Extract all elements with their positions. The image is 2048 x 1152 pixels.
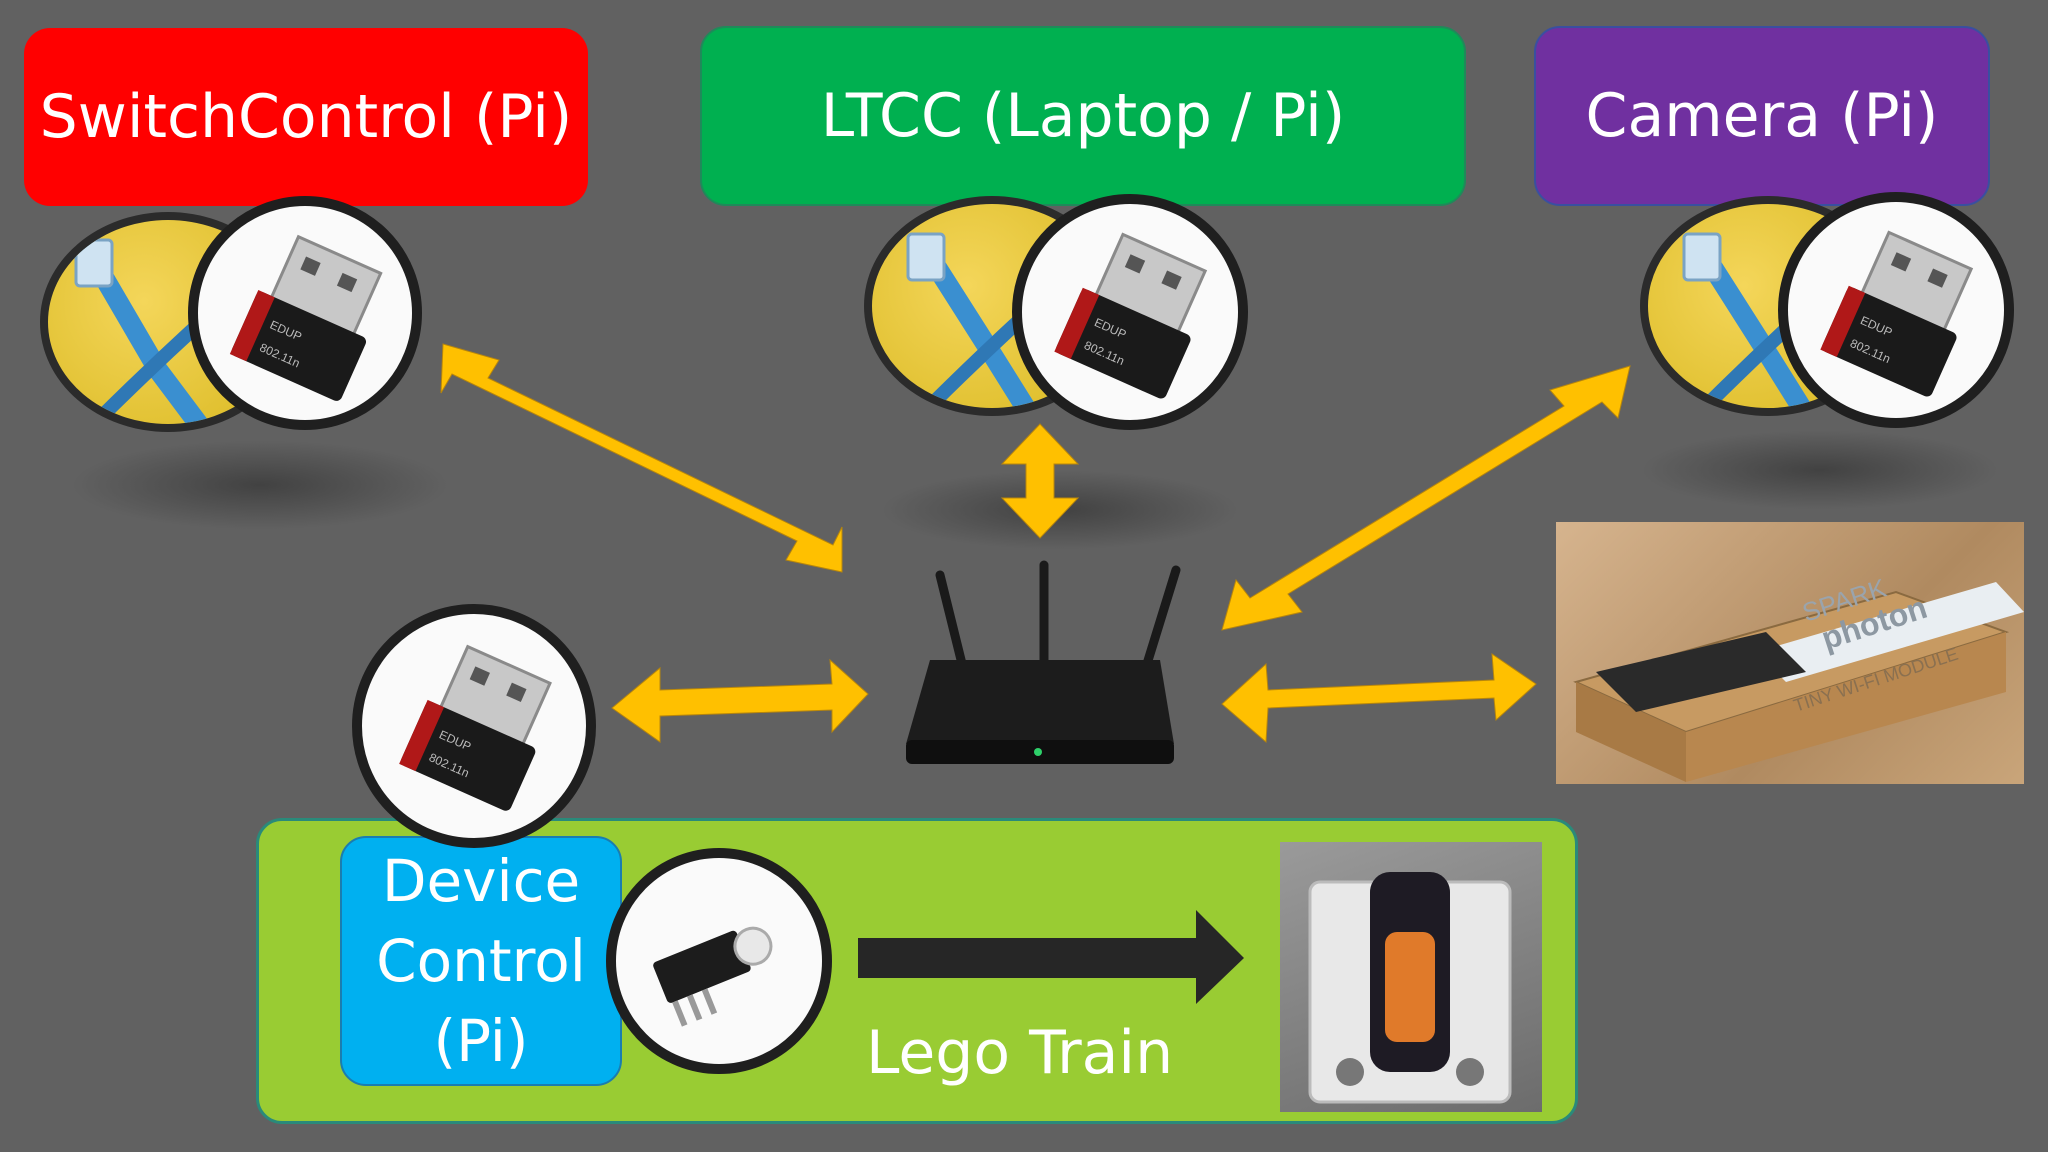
device-control-node: Device Control (Pi) <box>340 836 622 1086</box>
ltcc-label: LTCC (Laptop / Pi) <box>820 81 1346 151</box>
lego-motor-art <box>1308 872 1512 1104</box>
wifi-dongle-art: EDUP 802.11n <box>229 234 383 401</box>
device-control-line-1: Device <box>381 846 581 915</box>
ltcc-node: LTCC (Laptop / Pi) <box>700 26 1466 206</box>
device-control-line-3: (Pi) <box>433 1007 529 1076</box>
arrow-switch-router <box>440 343 843 573</box>
wifi-dongle-art: EDUP 802.11n <box>1820 230 1974 397</box>
wifi-dongle-art: EDUP 802.11n <box>1054 232 1208 399</box>
arrow-ltcc-router <box>1000 423 1080 539</box>
camera-node: Camera (Pi) <box>1534 26 1990 206</box>
wifi-dongle-icon: EDUP 802.11n <box>188 196 422 430</box>
switch-control-node: SwitchControl (Pi) <box>24 28 588 206</box>
lego-motor-photo <box>1280 842 1542 1112</box>
ir-sensor-art <box>653 926 773 1027</box>
camera-label: Camera (Pi) <box>1585 81 1939 151</box>
wifi-dongle-icon: EDUP 802.11n <box>1778 192 2014 428</box>
switch-control-label: SwitchControl (Pi) <box>39 82 573 152</box>
spark-photon-art: SPARK photon TINY WI-FI MODULE <box>1573 572 2024 782</box>
wifi-dongle-icon: EDUP 802.11n <box>1012 194 1248 430</box>
device-control-line-2: Control <box>376 926 586 995</box>
spark-photon-photo: SPARK photon TINY WI-FI MODULE <box>1556 522 2024 784</box>
shadow <box>1640 430 2000 510</box>
arrow-photon-router <box>1221 653 1537 744</box>
arrow-camera-router <box>1221 365 1631 631</box>
ir-sensor-icon <box>606 848 832 1074</box>
arrow-device-to-train <box>858 910 1244 1004</box>
router-icon <box>906 560 1181 764</box>
arrow-device-router <box>611 658 869 743</box>
shadow <box>70 440 450 530</box>
lego-train-label: Lego Train <box>866 1018 1174 1088</box>
wifi-dongle-art: EDUP 802.11n <box>399 644 552 811</box>
wifi-dongle-icon: EDUP 802.11n <box>352 604 596 848</box>
